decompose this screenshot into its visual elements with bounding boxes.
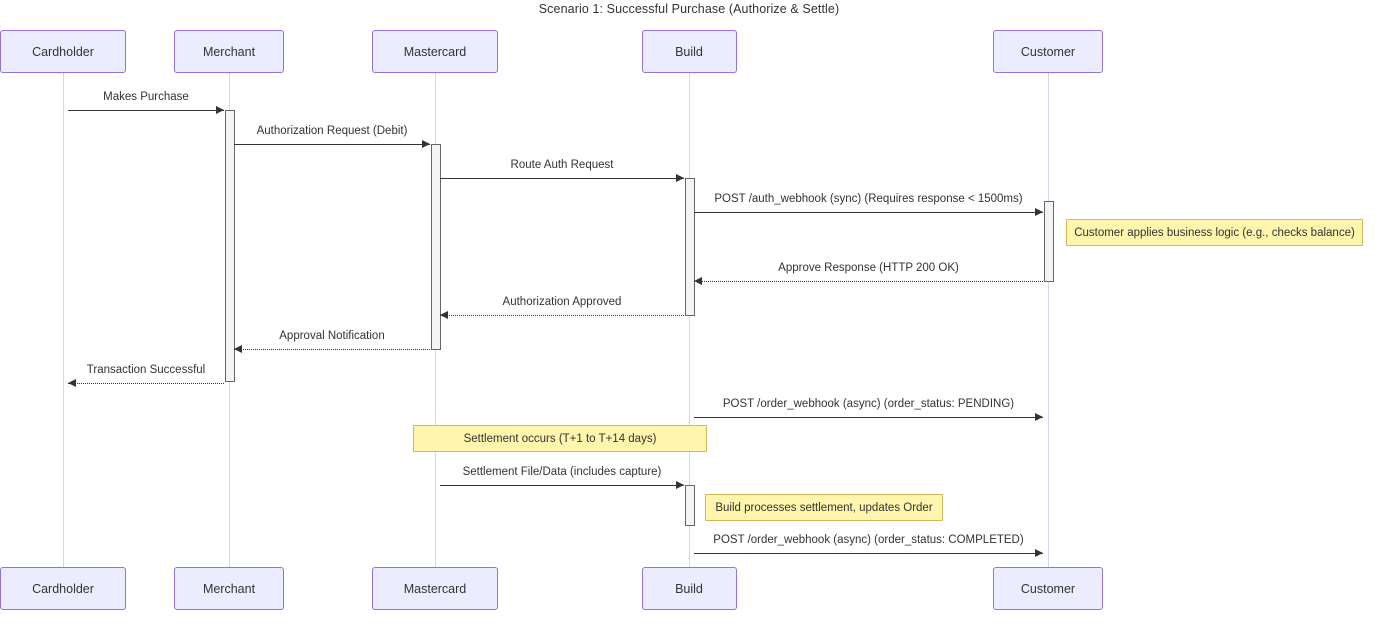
- message-line-1: [234, 144, 430, 145]
- message-arrowhead-2: [676, 174, 684, 182]
- participant-box-cardholder-bottom[interactable]: Cardholder: [0, 567, 126, 610]
- participant-box-customer-top[interactable]: Customer: [993, 30, 1103, 73]
- participant-label-mastercard: Mastercard: [403, 581, 467, 596]
- message-arrowhead-6: [234, 345, 242, 353]
- note-text-0: Customer applies business logic (e.g., c…: [1074, 226, 1355, 239]
- message-label-0: Makes Purchase: [103, 91, 189, 103]
- participant-label-customer: Customer: [1020, 44, 1076, 59]
- note-build-2: Build processes settlement, updates Orde…: [705, 494, 943, 521]
- activation-bar-build-4: [685, 485, 695, 526]
- activation-bar-merchant-0: [225, 110, 235, 382]
- participant-label-cardholder: Cardholder: [32, 581, 94, 596]
- participant-box-merchant-top[interactable]: Merchant: [174, 30, 284, 73]
- participant-label-build: Build: [675, 581, 703, 596]
- message-arrowhead-9: [676, 481, 684, 489]
- message-line-3: [694, 212, 1043, 213]
- message-label-7: Transaction Successful: [86, 364, 206, 376]
- message-label-8: POST /order_webhook (async) (order_statu…: [722, 398, 1015, 410]
- note-customer-0: Customer applies business logic (e.g., c…: [1066, 219, 1363, 246]
- participant-label-mastercard: Mastercard: [403, 44, 467, 59]
- message-arrowhead-1: [422, 140, 430, 148]
- message-line-8: [694, 417, 1043, 418]
- message-line-5: [440, 315, 684, 316]
- participant-label-cardholder: Cardholder: [32, 44, 94, 59]
- message-label-2: Route Auth Request: [510, 159, 614, 171]
- message-label-6: Approval Notification: [279, 330, 385, 342]
- lifeline-customer: [1048, 73, 1049, 567]
- participant-label-customer: Customer: [1020, 581, 1076, 596]
- lifeline-cardholder: [63, 73, 64, 567]
- message-arrowhead-5: [440, 311, 448, 319]
- message-label-4: Approve Response (HTTP 200 OK): [778, 262, 959, 274]
- activation-bar-build-2: [685, 178, 695, 316]
- message-arrowhead-3: [1035, 208, 1043, 216]
- participant-box-build-bottom[interactable]: Build: [641, 567, 737, 610]
- lifeline-build: [689, 73, 690, 567]
- message-label-1: Authorization Request (Debit): [256, 125, 408, 137]
- message-line-0: [68, 110, 224, 111]
- message-label-9: Settlement File/Data (includes capture): [462, 466, 662, 478]
- message-label-3: POST /auth_webhook (sync) (Requires resp…: [714, 193, 1023, 205]
- message-arrowhead-4: [694, 277, 702, 285]
- participant-box-mastercard-top[interactable]: Mastercard: [372, 30, 498, 73]
- message-label-10: POST /order_webhook (async) (order_statu…: [713, 534, 1024, 546]
- message-line-6: [234, 349, 430, 350]
- note-text-1: Settlement occurs (T+1 to T+14 days): [463, 432, 657, 445]
- message-label-5: Authorization Approved: [502, 296, 622, 308]
- participant-label-merchant: Merchant: [202, 581, 256, 596]
- participant-label-build: Build: [675, 44, 703, 59]
- note-text-2: Build processes settlement, updates Orde…: [715, 501, 933, 514]
- message-line-7: [68, 383, 224, 384]
- message-line-2: [440, 178, 684, 179]
- message-line-9: [440, 485, 684, 486]
- message-arrowhead-7: [68, 379, 76, 387]
- participant-box-cardholder-top[interactable]: Cardholder: [0, 30, 126, 73]
- activation-bar-customer-3: [1044, 201, 1054, 282]
- participant-box-merchant-bottom[interactable]: Merchant: [174, 567, 284, 610]
- participant-box-customer-bottom[interactable]: Customer: [993, 567, 1103, 610]
- participant-label-merchant: Merchant: [202, 44, 256, 59]
- message-arrowhead-8: [1035, 413, 1043, 421]
- participant-box-mastercard-bottom[interactable]: Mastercard: [372, 567, 498, 610]
- participant-box-build-top[interactable]: Build: [641, 30, 737, 73]
- activation-bar-mastercard-1: [431, 144, 441, 350]
- note-mastercard-1: Settlement occurs (T+1 to T+14 days): [413, 425, 707, 452]
- message-arrowhead-10: [1035, 549, 1043, 557]
- message-line-4: [694, 281, 1043, 282]
- diagram-title: Scenario 1: Successful Purchase (Authori…: [538, 2, 840, 16]
- message-arrowhead-0: [216, 106, 224, 114]
- message-line-10: [694, 553, 1043, 554]
